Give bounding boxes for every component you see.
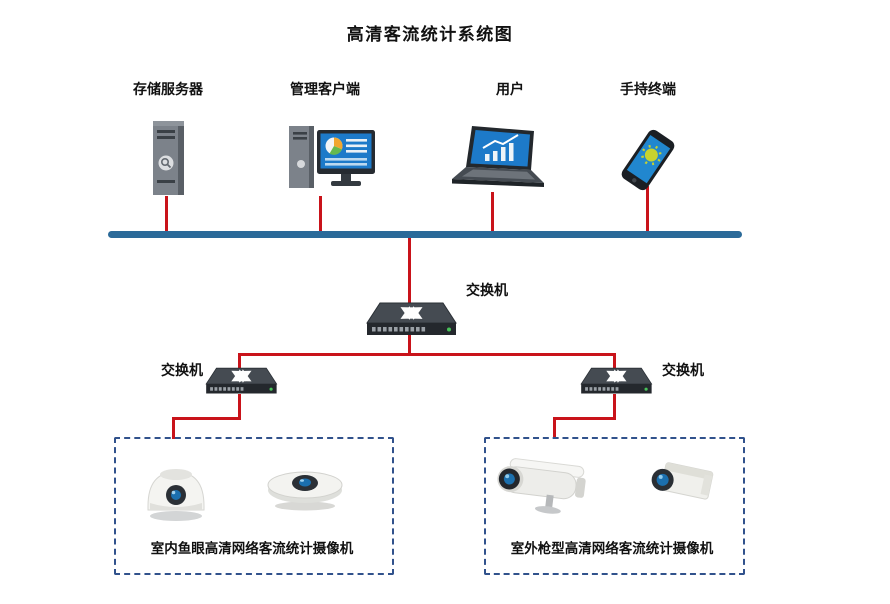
label-right-switch: 交换机 — [662, 362, 704, 378]
link-core-switch-branch — [408, 335, 411, 356]
fisheye-dome-camera-icon — [132, 448, 220, 531]
box-camera-icon — [638, 448, 726, 527]
branch-trunk-line — [238, 353, 616, 356]
label-management-client: 管理客户端 — [290, 81, 360, 97]
label-core-switch: 交换机 — [466, 282, 508, 298]
left-switch-icon — [203, 364, 279, 409]
link-right-horizontal — [553, 417, 616, 420]
link-right-to-outdoor-group — [553, 417, 556, 439]
link-branch-right-switch — [613, 353, 616, 378]
right-switch-icon — [578, 364, 654, 409]
link-branch-left-switch — [238, 353, 241, 378]
label-handheld-terminal: 手持终端 — [620, 81, 676, 97]
diagram-title: 高清客流统计系统图 — [346, 25, 514, 44]
link-storage-server-bus — [165, 196, 168, 234]
label-storage-server: 存储服务器 — [133, 81, 203, 97]
network-bus-line — [108, 231, 742, 238]
label-user: 用户 — [496, 81, 524, 97]
link-left-switch-down — [238, 394, 241, 420]
link-left-to-indoor-group — [172, 417, 175, 439]
label-indoor-camera-group: 室内鱼眼高清网络客流统计摄像机 — [150, 541, 354, 556]
core-switch-icon — [363, 298, 459, 353]
bullet-camera-icon — [488, 444, 596, 529]
label-left-switch: 交换机 — [161, 362, 203, 378]
indoor-camera-group-box — [114, 437, 394, 575]
link-user-bus — [491, 192, 494, 234]
link-right-switch-down — [613, 394, 616, 420]
management-client-icon — [283, 116, 379, 207]
link-bus-core-switch — [408, 238, 411, 312]
handheld-terminal-icon — [606, 120, 690, 205]
link-management-client-bus — [319, 196, 322, 234]
outdoor-camera-group-box — [484, 437, 745, 575]
label-outdoor-camera-group: 室外枪型高清网络客流统计摄像机 — [510, 541, 714, 556]
fisheye-flat-camera-icon — [256, 452, 354, 519]
link-handheld-terminal-bus — [646, 186, 649, 234]
storage-server-icon — [138, 116, 198, 206]
link-left-horizontal — [172, 417, 241, 420]
user-laptop-icon — [447, 126, 547, 203]
